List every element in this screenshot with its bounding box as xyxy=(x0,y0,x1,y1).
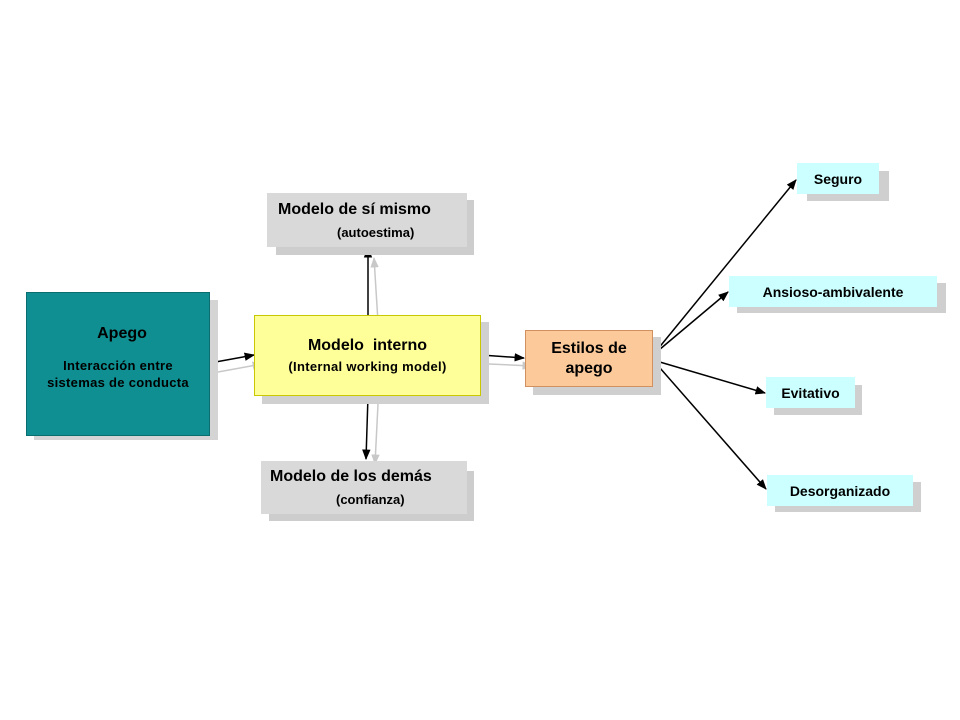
modelo-demas-title: Modelo de los demás xyxy=(270,468,432,485)
estilos-apego-title: Estilos de apego xyxy=(551,339,627,377)
apego-subtitle-line1: Interacción entre xyxy=(63,358,173,373)
modelo-interno-subtitle: (Internal working model) xyxy=(288,359,447,374)
arrow-to-seguro xyxy=(652,179,797,356)
arrow-to-desorganizado xyxy=(652,359,767,490)
modelo-demas-subtitle: (confianza) xyxy=(336,492,405,507)
apego-subtitle-line2: sistemas de conducta xyxy=(47,375,189,390)
modelo-demas-box: Modelo de los demás (confianza) xyxy=(261,461,467,514)
modelo-interno-title: Modelo interno xyxy=(307,337,428,354)
apego-box: Apego Interacción entre sistemas de cond… xyxy=(26,292,210,436)
modelo-interno-box: Modelo interno (Internal working model) xyxy=(254,315,481,396)
outcome-seguro: Seguro xyxy=(797,163,879,194)
modelo-si-mismo-title: Modelo de sí mismo xyxy=(278,200,431,218)
apego-title: Apego xyxy=(97,325,147,342)
arrow-to-modelo-demas xyxy=(362,395,371,461)
estilos-apego-box: Estilos de apego xyxy=(525,330,653,387)
modelo-si-mismo-subtitle: (autoestima) xyxy=(337,224,415,240)
modelo-si-mismo-box: Modelo de sí mismo (autoestima) xyxy=(267,193,467,247)
apego-subtitle: Interacción entre sistemas de conducta xyxy=(47,357,189,391)
outcome-evitativo: Evitativo xyxy=(766,377,855,408)
outcome-desorganizado: Desorganizado xyxy=(767,475,913,506)
arrow-to-evitativo xyxy=(652,359,767,395)
arrow-to-ansioso xyxy=(652,291,729,356)
outcome-ansioso-ambivalente: Ansioso-ambivalente xyxy=(729,276,937,307)
